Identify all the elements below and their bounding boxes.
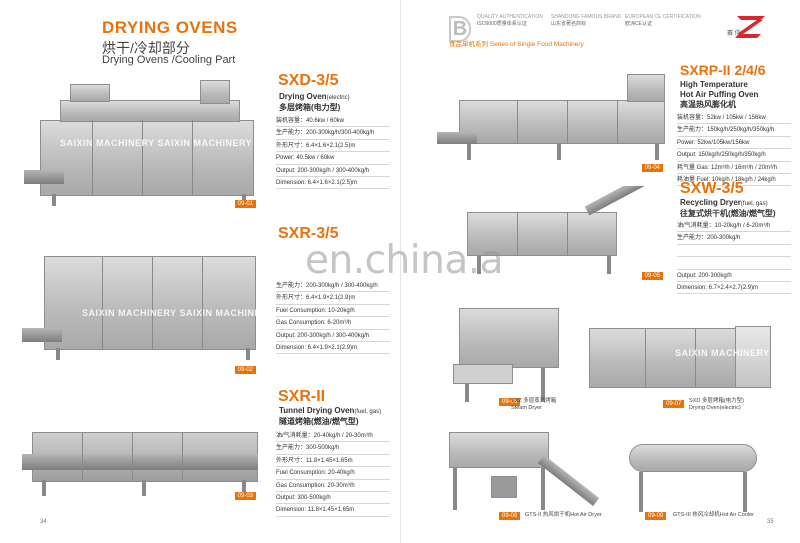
photo-caption: SXD 多层烤箱(电力型)Drying Oven(electric) [689, 398, 745, 411]
spec-row: Output: 200-300kg/h / 300-400kg/h [276, 330, 390, 342]
product-model: SXR-3/5 [278, 225, 339, 242]
spec-row: 外形尺寸：6.4×1.9×2.1(2.9)m [276, 292, 390, 305]
spec-table: 油/气消耗量：20-40kg/h / 20-30m³/h 生产能力：300-50… [276, 430, 390, 517]
spec-table: 装机容量：40.6kw / 60kw 生产能力：200-300kg/h/300-… [276, 115, 390, 190]
series-title: 食品单机系列 Series of Single Food Machinery [449, 41, 584, 48]
spec-row [677, 257, 791, 270]
product-model: SXW-3/5 [680, 180, 744, 197]
spec-table: 油/气消耗量：10-20kg/h / 6-20m³/h 生产能力：200-300… [677, 220, 791, 295]
spec-row: Dimension: 6.7×2.4×2.7(2.9)m [677, 282, 791, 295]
photo-tag: 09-08 [499, 512, 521, 520]
spec-row: Dimension: 6.4×1.6×2.1(2.5)m [276, 177, 390, 190]
spec-row: Gas Consumption: 6-20m³/h [276, 317, 390, 330]
spec-row [677, 245, 791, 258]
steam-dryer-photo: 09-06 [441, 294, 569, 412]
product-desc: Tunnel Drying Oven(fuel, gas) 隧道烤箱(燃油/燃气… [279, 406, 382, 426]
sxr-ii-tunnel-photo: 09-03 [22, 392, 262, 502]
product-desc: High Temperature Hot Air Puffing Oven 高温… [680, 80, 759, 109]
spec-row: Output: 200-300kg/h / 300-400kg/h [276, 165, 390, 177]
brand-logo-icon [735, 16, 765, 38]
page-number: 34 [40, 519, 47, 525]
spec-row: Dimension: 6.4×1.9×2.1(2.9)m [276, 342, 390, 355]
spec-row: Gas Consumption: 20-30m³/h [276, 480, 390, 492]
spec-row: 生产能力：150kg/h/250kg/h/350kg/h [677, 124, 791, 137]
left-page: DRYING OVENS 烘干/冷却部分 Drying Ovens /Cooli… [22, 18, 390, 525]
spec-row: 生产能力：300-500kg/h [276, 442, 390, 455]
spec-row: 装机容量：40.6kw / 60kw [276, 115, 390, 128]
spec-row: 生产能力：200-300kg/h/300-400kg/h [276, 127, 390, 140]
sxrp-oven-photo: 09-04 [437, 62, 669, 174]
b-logo: B [449, 16, 471, 42]
spec-row: Fuel Consumption: 20-40kg/h [276, 467, 390, 480]
spec-row: Dimension: 11.8×1.45×1.65m [276, 504, 390, 517]
photo-tag: 09-02 [234, 366, 256, 374]
photo-tag: 09-03 [234, 492, 256, 500]
spec-row: Output: 150kg/h/250kg/h/350kg/h [677, 149, 791, 162]
spec-row: Power: 52kw/105kw/156kw [677, 137, 791, 150]
photo-tag: 09-05 [641, 272, 663, 280]
product-desc: Drying Oven(electric) 多层烤箱(电力型) [279, 92, 350, 112]
section-title-cn: 烘干/冷却部分 [102, 40, 190, 56]
spec-row: Output: 300-500kg/h [276, 492, 390, 505]
spec-row: 耗气量 Gas: 12m³/h / 16m³/h / 20m³/h [677, 162, 791, 174]
sxr-oven-photo: SAIXIN MACHINERY SAIXIN MACHINERY 09-02 [22, 228, 262, 376]
hot-air-dryer-photo: 09-08 [441, 424, 613, 524]
photo-tag: 09-01 [234, 200, 256, 208]
site-watermark: en.china.a [305, 238, 504, 283]
spec-table: 生产能力：200-300kg/h / 300-400kg/h 外形尺寸：6.4×… [276, 280, 390, 355]
spec-row: 油/气消耗量：20-40kg/h / 20-30m³/h [276, 430, 390, 443]
spec-row: 生产能力：200-300kg/h / 300-400kg/h [276, 280, 390, 293]
spec-row: 装机容量：52kw / 105kw / 156kw [677, 112, 791, 125]
photo-tag: 09-04 [641, 164, 663, 172]
spec-row: 耗油量 Fuel: 10kg/h / 18kg/h / 24kg/h [677, 174, 791, 187]
spec-row: 外形尺寸：11.8×1.45×1.65m [276, 455, 390, 468]
photo-watermark: SAIXIN MACHINERY [675, 348, 770, 358]
product-model: SXD-3/5 [278, 72, 339, 89]
page-number: 35 [767, 519, 774, 525]
spec-row: 生产能力：200-300kg/h [677, 232, 791, 245]
product-desc: Recycling Dryer(fuel, gas) 往复式烘干机(燃油/燃气型… [680, 198, 776, 218]
section-title: DRYING OVENS [102, 18, 238, 37]
spec-table: 装机容量：52kw / 105kw / 156kw 生产能力：150kg/h/2… [677, 112, 791, 187]
section-subtitle: Drying Ovens /Cooling Part [102, 54, 236, 66]
spec-row: 油/气消耗量：10-20kg/h / 6-20m³/h [677, 220, 791, 233]
sxd-oven-photo: SAIXIN MACHINERY SAIXIN MACHINERY SAIXIN… [22, 72, 262, 210]
spec-row: Output: 200-300kg/h [677, 270, 791, 282]
hot-air-cooler-photo: 09-09 [625, 430, 775, 522]
photo-caption: GTS-III 热风冷却机Hot Air Cooler [673, 512, 755, 518]
photo-tag: 09-07 [663, 400, 685, 408]
spec-row: Fuel Consumption: 10-20kg/h [276, 305, 390, 318]
product-model: SXR-II [278, 388, 326, 405]
electric-oven-photo: SAIXIN MACHINERY 09-07 [585, 298, 775, 412]
photo-caption: GTS-II 热风烘干机Hot Air Dryer [525, 512, 602, 518]
photo-tag: 09-06 [499, 398, 521, 406]
photo-watermark: SAIXIN MACHINERY SAIXIN MACHINERY [82, 308, 262, 318]
photo-tag: 09-09 [645, 512, 667, 520]
spec-row: Power: 40.5kw / 60kw [276, 152, 390, 165]
spec-row: 外形尺寸：6.4×1.6×2.1(2.5)m [276, 140, 390, 153]
product-model: SXRP-II 2/4/6 [680, 62, 766, 78]
photo-watermark: SAIXIN MACHINERY SAIXIN MACHINERY SAIXIN [60, 138, 262, 148]
sxw-dryer-photo: 09-05 [437, 186, 669, 282]
brand-name: 赛 信 [727, 31, 741, 37]
